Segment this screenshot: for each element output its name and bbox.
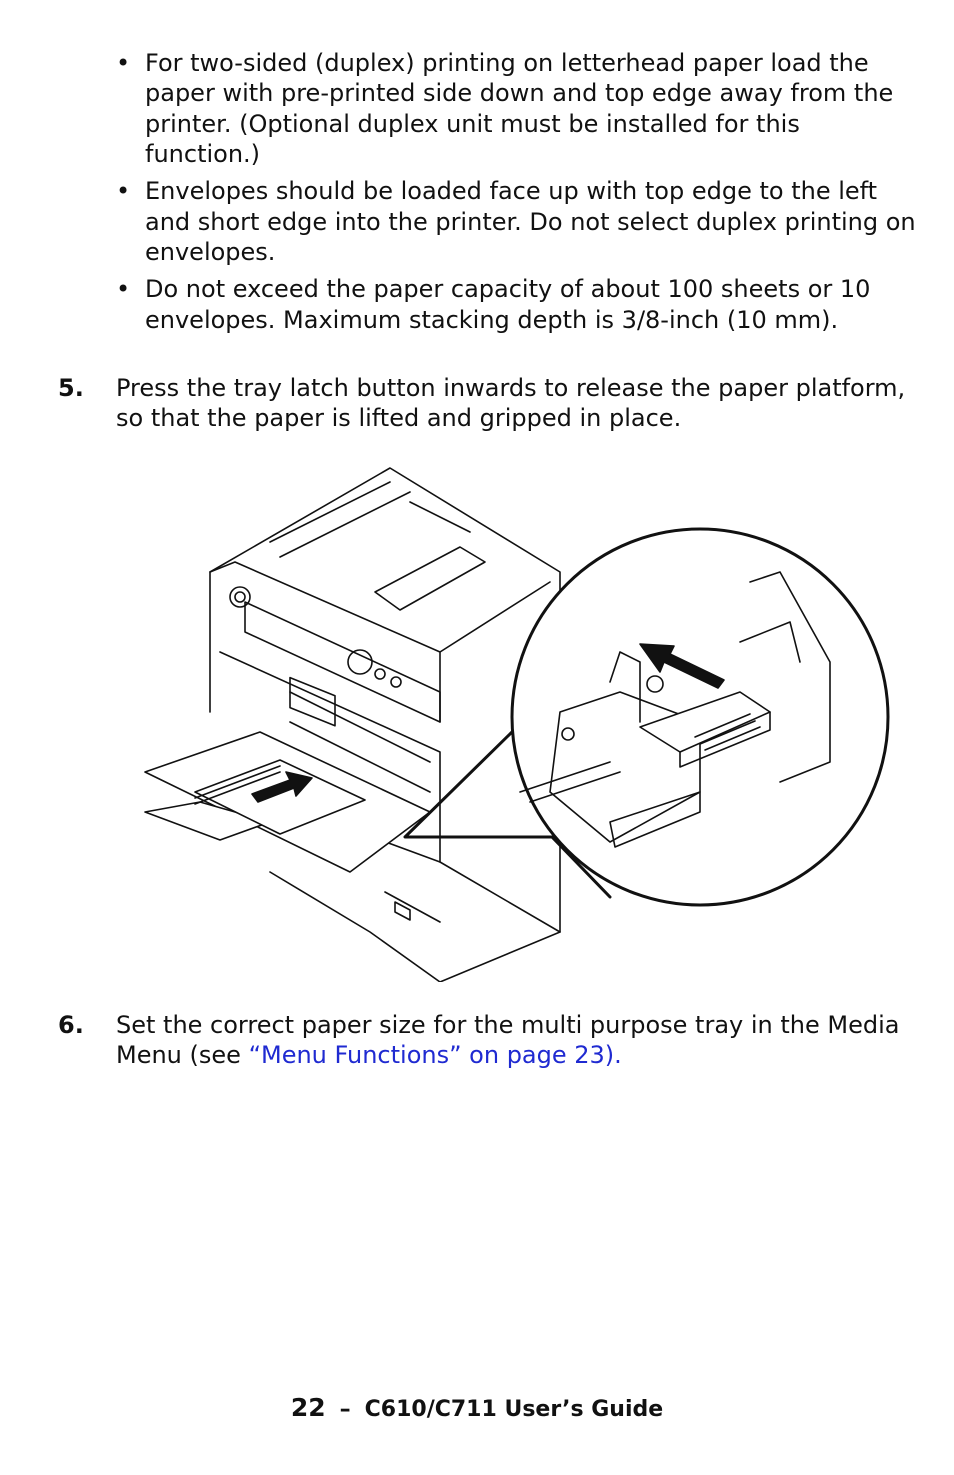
footer-separator: – — [339, 1397, 351, 1422]
bullet-marker: • — [116, 177, 131, 206]
step-number: 6. — [58, 1011, 84, 1039]
bullet-text: Envelopes should be loaded face up with … — [145, 177, 916, 267]
bullet-text: For two-sided (duplex) printing on lette… — [145, 49, 894, 169]
guide-title: C610/C711 User’s Guide — [364, 1397, 664, 1422]
bullet-list: • For two-sided (duplex) printing on let… — [116, 48, 916, 342]
bullet-item-duplex: • For two-sided (duplex) printing on let… — [116, 48, 916, 170]
bullet-marker: • — [116, 275, 131, 304]
bullet-marker: • — [116, 49, 131, 77]
step-number: 5. — [58, 374, 84, 402]
menu-functions-link[interactable]: “Menu Functions” on page 23). — [248, 1041, 622, 1070]
step-text: Press the tray latch button inwards to r… — [116, 374, 906, 433]
step-text-plain: Set the correct paper size for the multi… — [116, 1011, 900, 1070]
page-number: 22 — [290, 1393, 326, 1422]
bullet-item-envelopes: • Envelopes should be loaded face up wit… — [116, 176, 916, 267]
page-footer: 22–C610/C711 User’s Guide — [0, 1393, 954, 1425]
bullet-text: Do not exceed the paper capacity of abou… — [145, 275, 871, 334]
step-text: Set the correct paper size for the multi… — [116, 1010, 906, 1071]
printer-illustration — [140, 462, 892, 982]
bullet-item-capacity: • Do not exceed the paper capacity of ab… — [116, 274, 916, 335]
